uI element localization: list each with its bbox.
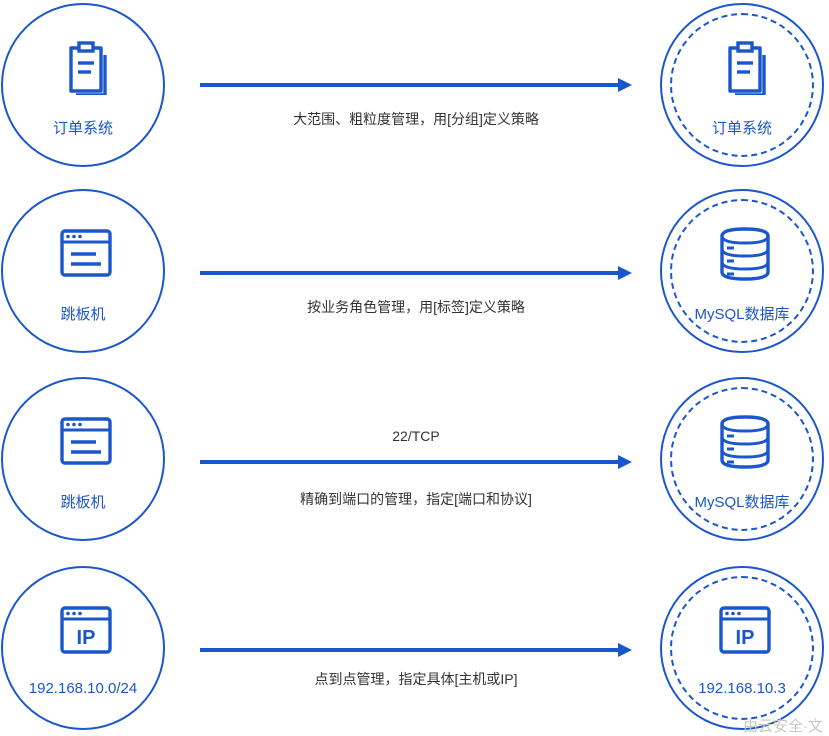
document-icon: [728, 41, 766, 95]
arrow-caption: 点到点管理，指定具体[主机或IP]: [314, 671, 518, 687]
policy-row-group: 订单系统 大范围、粗粒度管理，用[分组]定义策略 订单系统: [0, 0, 829, 170]
watermark: 由云安全·文: [743, 718, 823, 735]
document-icon: [69, 41, 107, 95]
target-node-mysql: MySQL数据库: [660, 377, 824, 541]
arrow-protocol-label: 22/TCP: [392, 428, 440, 444]
ip-icon-text: IP: [77, 627, 96, 649]
browser-window-icon: [60, 417, 112, 465]
arrow: [200, 643, 632, 657]
source-node-jump-server: 跳板机: [1, 377, 165, 541]
target-node-host: IP 192.168.10.3: [660, 566, 824, 730]
ip-icon-text: IP: [736, 627, 755, 649]
node-label: MySQL数据库: [694, 306, 790, 323]
node-label: 跳板机: [60, 494, 106, 511]
node-label: 跳板机: [60, 306, 106, 323]
arrow: [200, 78, 632, 92]
arrow-caption: 大范围、粗粒度管理，用[分组]定义策略: [293, 111, 539, 127]
source-node-subnet: IP 192.168.10.0/24: [1, 566, 165, 730]
ip-window-icon: IP: [60, 606, 112, 654]
source-node-order-system: 订单系统: [1, 3, 165, 167]
arrow-caption: 精确到端口的管理，指定[端口和协议]: [300, 491, 532, 507]
node-label: MySQL数据库: [694, 494, 790, 511]
node-label: 订单系统: [52, 120, 113, 137]
arrow: [200, 266, 632, 280]
arrow-caption: 按业务角色管理，用[标签]定义策略: [307, 299, 525, 315]
target-node-order-system: 订单系统: [660, 3, 824, 167]
target-node-mysql: MySQL数据库: [660, 189, 824, 353]
browser-window-icon: [60, 229, 112, 277]
policy-row-port: 跳板机 22/TCP 精确到端口的管理，指定[端口和协议] MySQL数据库: [0, 375, 829, 545]
source-node-jump-server: 跳板机: [1, 189, 165, 353]
policy-row-tag: 跳板机 按业务角色管理，用[标签]定义策略 MySQL数据库: [0, 187, 829, 357]
node-label: 192.168.10.3: [698, 680, 786, 697]
database-icon: [720, 415, 770, 469]
policy-row-ip: IP 192.168.10.0/24 点到点管理，指定具体[主机或IP] IP …: [0, 563, 829, 733]
node-label: 192.168.10.0/24: [28, 680, 138, 697]
arrow: [200, 455, 632, 469]
database-icon: [720, 227, 770, 281]
node-label: 订单系统: [711, 120, 772, 137]
ip-window-icon: IP: [719, 606, 771, 654]
